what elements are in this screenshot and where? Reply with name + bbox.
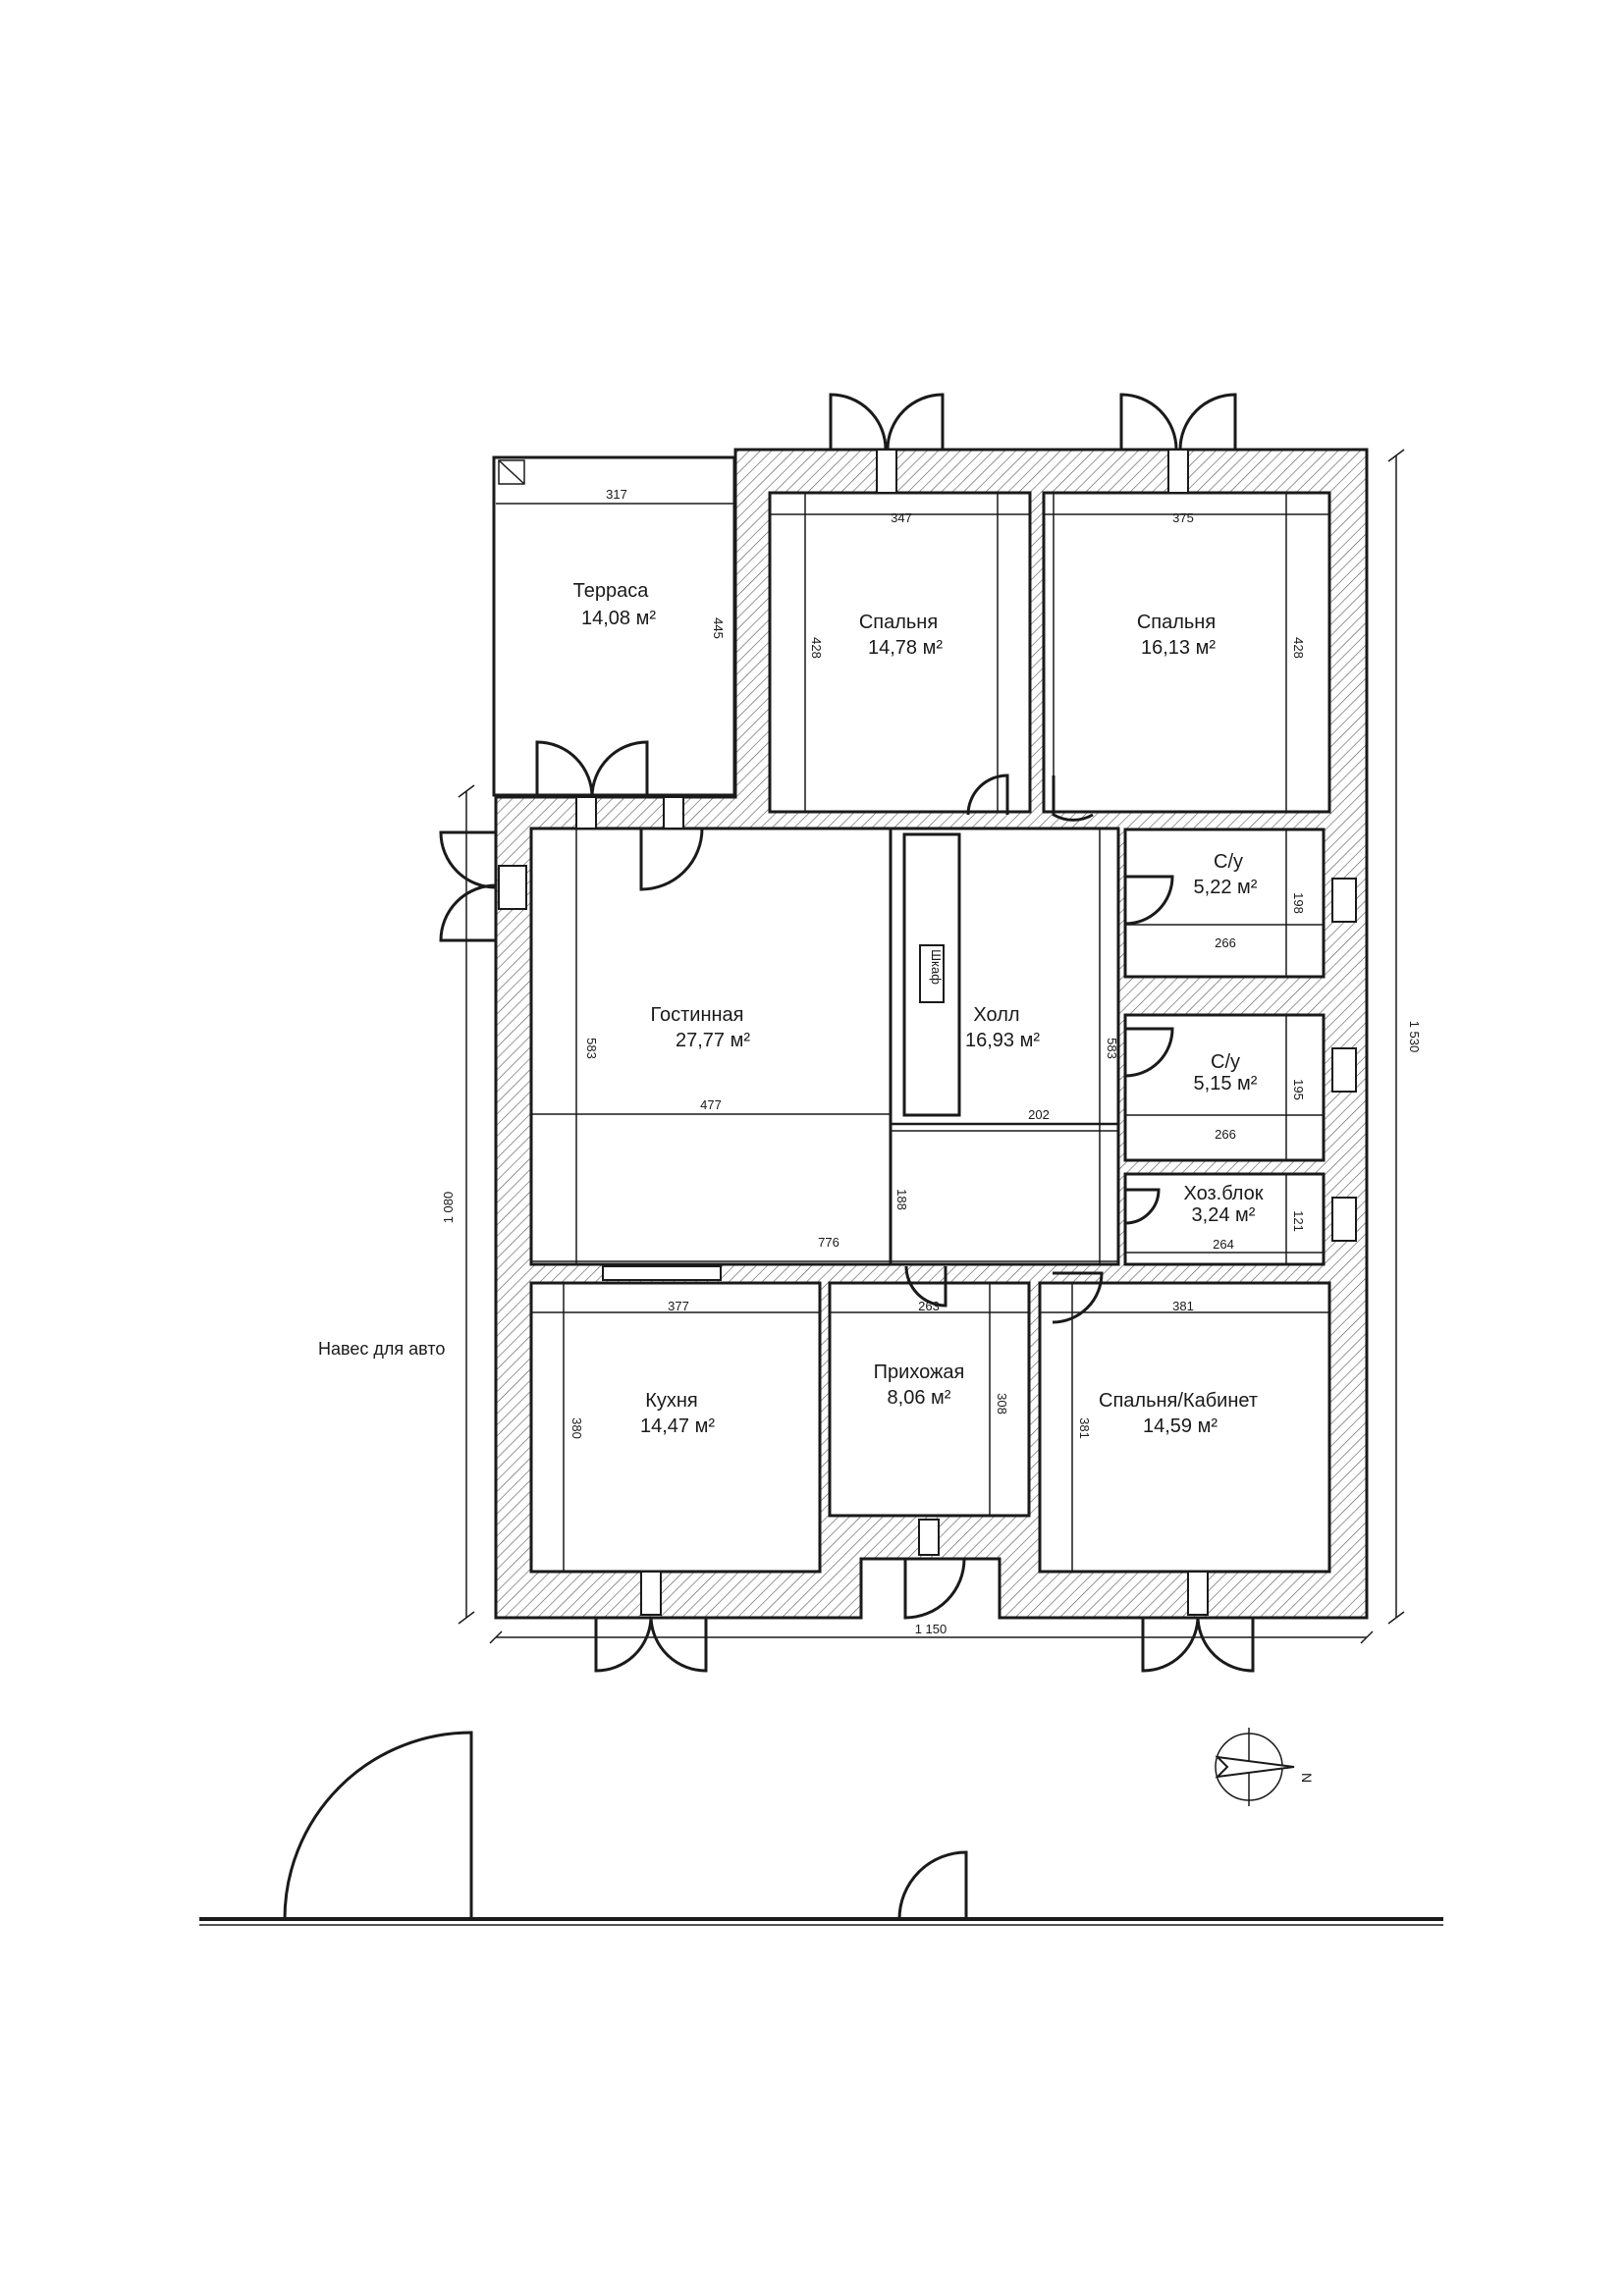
bathroom-1-depth-dim: 198	[1291, 892, 1306, 914]
kitchen: 377 380 Кухня 14,47 м²	[529, 1281, 822, 1574]
left-height-dim: 1 080	[441, 1192, 456, 1224]
wardrobe: Шкаф	[902, 832, 961, 1117]
living-depth-dim: 583	[584, 1038, 599, 1059]
window-entrance	[918, 1519, 940, 1556]
living-room: 583 477 Гостинная 27,77 м²	[529, 827, 896, 1266]
pedestrian-gate-icon	[897, 1850, 968, 1920]
bathroom-2-depth-dim: 195	[1291, 1079, 1306, 1100]
bedroom-1: 347 428 Спальня 14,78 м²	[768, 491, 1032, 814]
bathroom-2-width-dim: 266	[1215, 1127, 1236, 1142]
overall-width-dim: 1 150	[915, 1622, 947, 1636]
window-study	[1187, 1571, 1209, 1616]
window-bedroom-2	[1167, 449, 1189, 494]
bedroom-2-name: Спальня	[1137, 612, 1216, 633]
terrace-depth-dim: 445	[711, 617, 726, 639]
bathroom-2-name: С/у	[1211, 1051, 1240, 1073]
terrace: 317 445 Терраса 14,08 м²	[492, 455, 736, 797]
entrance: 263 308 Прихожая 8,06 м²	[828, 1281, 1031, 1518]
overall-dimensions: 1 530 1 080 1 150	[441, 449, 1422, 1644]
central-depth-dim: 188	[894, 1189, 909, 1210]
doors	[439, 393, 1255, 1673]
living-area: 27,77 м²	[676, 1030, 750, 1051]
window-bathroom-1	[1331, 878, 1357, 923]
central-width-dim: 776	[818, 1235, 839, 1250]
utility-depth-dim: 121	[1291, 1210, 1306, 1232]
bathroom-1-area: 5,22 м²	[1194, 877, 1258, 898]
utility-name: Хоз.блок	[1183, 1183, 1263, 1204]
window-living-side	[498, 865, 527, 910]
entrance-name: Прихожая	[874, 1362, 965, 1383]
bathroom-1-name: С/у	[1214, 851, 1243, 873]
living-width-dim: 477	[700, 1097, 722, 1112]
wardrobe-label: Шкаф	[929, 949, 944, 985]
driveway-gate-icon	[283, 1731, 473, 1920]
utility-area: 3,24 м²	[1192, 1204, 1256, 1226]
kitchen-width-dim: 377	[668, 1299, 689, 1313]
bedroom-study: 381 381 Спальня/Кабинет 14,59 м²	[1038, 1281, 1331, 1574]
compass-icon: N	[1215, 1728, 1315, 1806]
kitchen-name: Кухня	[645, 1390, 698, 1412]
window-living-2	[663, 796, 684, 829]
window-utility	[1331, 1197, 1357, 1242]
study-depth-dim: 381	[1077, 1417, 1092, 1439]
hall-name: Холл	[973, 1004, 1019, 1026]
bedroom-2: 375 428 Спальня 16,13 м²	[1042, 491, 1331, 814]
windows	[498, 449, 1357, 1616]
bathroom-2: С/у 5,15 м² 266 195	[1123, 1013, 1326, 1162]
living-name: Гостинная	[651, 1004, 744, 1026]
hall-area: 16,93 м²	[965, 1030, 1040, 1051]
study-name: Спальня/Кабинет	[1099, 1390, 1258, 1412]
carport-label: Навес для авто	[318, 1339, 445, 1359]
terrace-area: 14,08 м²	[581, 608, 656, 629]
overall-height-dim: 1 530	[1407, 1021, 1422, 1053]
entrance-width-dim: 263	[918, 1299, 940, 1313]
compass-north-label: N	[1299, 1773, 1315, 1783]
kitchen-depth-dim: 380	[569, 1417, 584, 1439]
bathroom-2-area: 5,15 м²	[1194, 1073, 1258, 1095]
terrace-name: Терраса	[573, 580, 650, 602]
site-fence	[199, 1731, 1443, 1926]
study-width-dim: 381	[1172, 1299, 1194, 1313]
bathroom-1-width-dim: 266	[1215, 935, 1236, 950]
study-area: 14,59 м²	[1143, 1415, 1218, 1437]
kitchen-area: 14,47 м²	[640, 1415, 715, 1437]
entrance-depth-dim: 308	[995, 1393, 1009, 1415]
bedroom-2-width-dim: 375	[1172, 510, 1194, 525]
bedroom-2-depth-dim: 428	[1291, 637, 1306, 659]
window-kitchen	[640, 1571, 662, 1616]
window-bathroom-2	[1331, 1047, 1357, 1093]
utility-width-dim: 264	[1213, 1237, 1234, 1252]
bedroom-1-width-dim: 347	[891, 510, 912, 525]
utility-room: Хоз.блок 3,24 м² 264 121	[1123, 1172, 1326, 1266]
entrance-area: 8,06 м²	[888, 1387, 951, 1409]
hall-depth-dim: 583	[1105, 1038, 1119, 1059]
window-bedroom-1	[876, 449, 897, 494]
hall-width-dim: 202	[1028, 1107, 1050, 1122]
bedroom-1-area: 14,78 м²	[868, 637, 943, 659]
bathroom-1: С/у 5,22 м² 266 198	[1123, 828, 1326, 979]
bedroom-1-depth-dim: 428	[809, 637, 824, 659]
bedroom-2-area: 16,13 м²	[1141, 637, 1216, 659]
terrace-width-dim: 317	[606, 487, 627, 502]
bedroom-1-name: Спальня	[859, 612, 938, 633]
window-living-1	[575, 796, 597, 829]
window-kitchen-inner	[602, 1265, 722, 1281]
